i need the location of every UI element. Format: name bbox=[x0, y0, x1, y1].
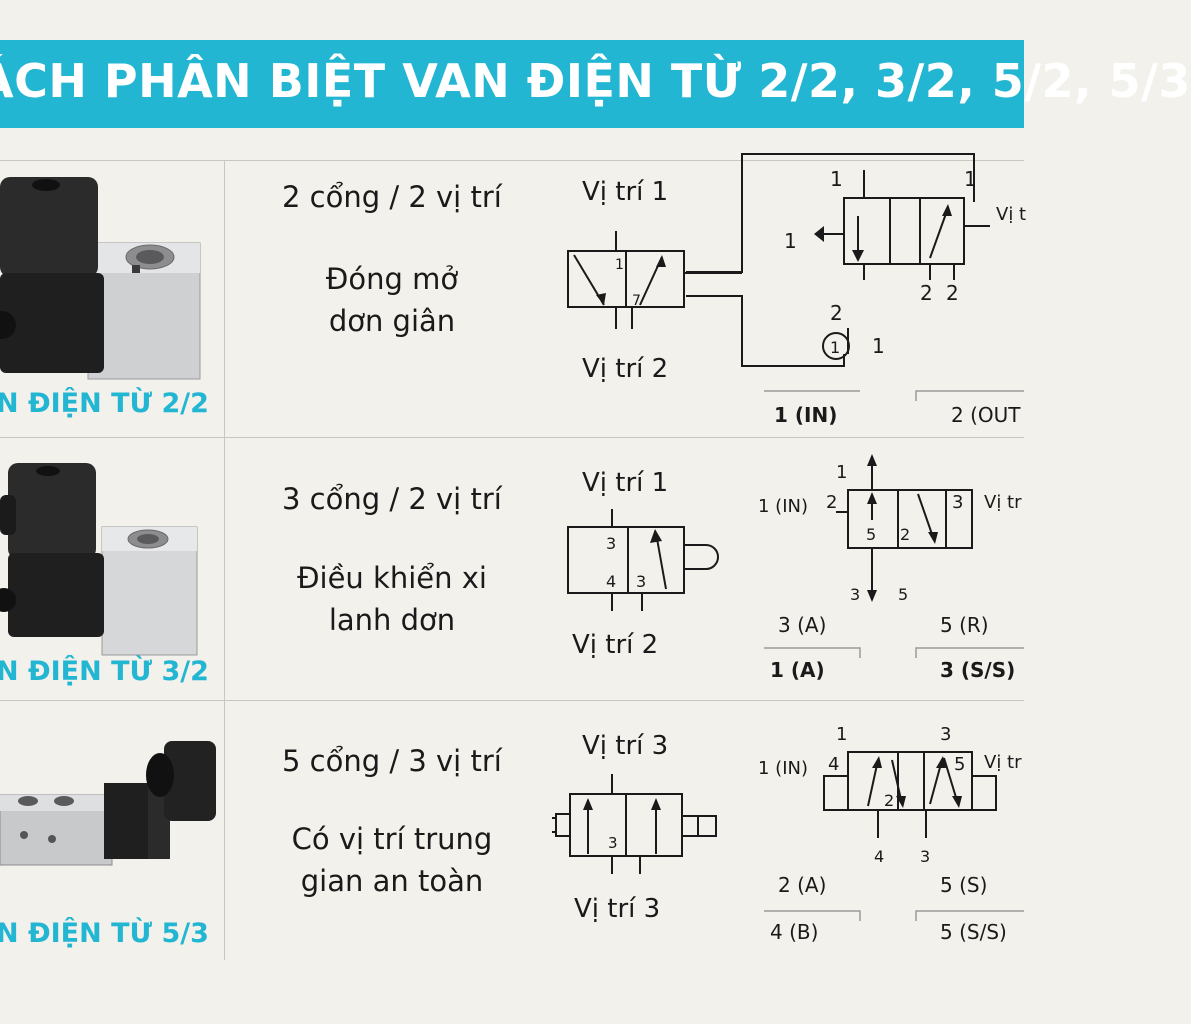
port-number: 1 bbox=[784, 229, 797, 253]
port-number: 2 bbox=[884, 791, 894, 810]
port-number: 5 bbox=[954, 754, 965, 775]
purpose-line: dơn giân bbox=[328, 304, 456, 338]
purpose-text: Điều khiển xi lanh dơn bbox=[262, 557, 522, 641]
port-out-label: 3 (S/S) bbox=[940, 658, 1016, 682]
purpose-line: Có vị trí trung bbox=[291, 822, 493, 856]
port-number: 4 bbox=[606, 572, 616, 591]
port-number: 2 bbox=[920, 281, 933, 305]
port-number: 1 bbox=[830, 338, 840, 357]
position-label-bottom: Vị trí 2 bbox=[572, 630, 659, 660]
purpose-text: Đóng mở dơn giân bbox=[262, 258, 522, 342]
product-label: N ĐIỆN TỪ 2/2 bbox=[0, 388, 209, 419]
position-label-truncated: Vị tr bbox=[984, 492, 1022, 513]
port-out-label: 5 (S/S) bbox=[940, 920, 1007, 944]
title-banner: ÁCH PHÂN BIỆT VAN ĐIỆN TỪ 2/2, 3/2, 5/2,… bbox=[0, 40, 1190, 128]
port-in-label: 4 (B) bbox=[770, 920, 819, 944]
purpose-line: gian an toàn bbox=[300, 864, 484, 898]
valve-symbol-5-3: 3 bbox=[552, 774, 717, 874]
column-divider bbox=[224, 160, 225, 960]
product-label: N ĐIỆN TỪ 3/2 bbox=[0, 656, 209, 687]
row-divider-2 bbox=[0, 700, 1024, 701]
purpose-line: lanh dơn bbox=[328, 603, 456, 637]
row-divider-1 bbox=[0, 437, 1024, 438]
port-number: 1 bbox=[836, 462, 847, 483]
port-number: 3 bbox=[952, 492, 963, 513]
port-number: 1 bbox=[830, 167, 843, 191]
port-number: 3 bbox=[940, 724, 951, 745]
product-label: N ĐIỆN TỪ 5/3 bbox=[0, 918, 209, 949]
port-a-text: 3 (A) bbox=[778, 613, 826, 637]
purpose-line: Điều khiển xi bbox=[297, 561, 487, 595]
port-number: 5 bbox=[898, 585, 908, 604]
port-a-text: 2 (A) bbox=[778, 873, 826, 897]
port-number: 3 bbox=[608, 834, 618, 852]
port-in-text: 1 (IN) bbox=[758, 496, 808, 517]
port-number: 7 bbox=[632, 293, 641, 309]
valve-symbol-3-2: 3 4 3 bbox=[567, 509, 719, 611]
position-label-top: Vị trí 3 bbox=[582, 731, 669, 761]
solenoid-valve-3-2-image bbox=[0, 463, 198, 656]
ports-label: 5 cổng / 3 vị trí bbox=[282, 744, 502, 778]
port-number: 1 bbox=[836, 724, 847, 745]
port-number: 2 bbox=[946, 281, 959, 305]
valve-schematic-2-2: 1 1 1 Vị t 2 2 2 1 1 bbox=[686, 153, 1026, 367]
port-in-label: 1 (IN) bbox=[774, 403, 838, 427]
port-number: 3 bbox=[606, 534, 616, 553]
row-divider-top bbox=[0, 160, 1024, 161]
valve-symbol-2-2: 1 7 bbox=[567, 231, 742, 329]
port-legend-bracket bbox=[764, 647, 1024, 658]
port-s-text: 5 (S) bbox=[940, 873, 987, 897]
port-number: 2 bbox=[826, 492, 837, 513]
position-label-bottom: Vị trí 3 bbox=[574, 894, 661, 924]
purpose-text: Có vị trí trung gian an toàn bbox=[262, 818, 522, 902]
position-label-truncated: Vị tr bbox=[984, 752, 1022, 773]
page-title: ÁCH PHÂN BIỆT VAN ĐIỆN TỪ 2/2, 3/2, 5/2,… bbox=[0, 54, 1191, 108]
position-label-truncated: Vị t bbox=[996, 204, 1026, 225]
port-number: 1 bbox=[872, 334, 885, 358]
purpose-line: Đóng mở bbox=[325, 262, 459, 296]
ports-label: 3 cổng / 2 vị trí bbox=[282, 482, 502, 516]
port-number: 1 bbox=[964, 167, 977, 191]
port-number: 3 bbox=[920, 847, 930, 866]
port-number: 2 bbox=[900, 525, 910, 544]
port-number: 4 bbox=[828, 754, 839, 775]
solenoid-valve-5-3-image bbox=[0, 741, 216, 866]
solenoid-valve-2-2-image bbox=[0, 177, 201, 380]
port-number: 4 bbox=[874, 847, 884, 866]
port-number: 2 bbox=[830, 301, 843, 325]
position-label-bottom: Vị trí 2 bbox=[582, 354, 669, 384]
port-number: 1 bbox=[615, 257, 624, 273]
port-number: 3 bbox=[850, 585, 860, 604]
ports-label: 2 cổng / 2 vị trí bbox=[282, 180, 502, 214]
valve-schematic-5-3: 1 3 1 (IN) 4 5 Vị tr 2 4 3 2 (A) 5 (S) bbox=[758, 724, 1022, 897]
port-legend-bracket bbox=[764, 390, 1024, 401]
port-number: 3 bbox=[636, 572, 646, 591]
position-label-top: Vị trí 1 bbox=[582, 177, 669, 207]
valve-schematic-3-2: 1 1 (IN) 2 3 Vị tr 5 2 3 5 3 (A) 5 (R) bbox=[758, 454, 1022, 637]
port-in-text: 1 (IN) bbox=[758, 758, 808, 779]
port-r-text: 5 (R) bbox=[940, 613, 989, 637]
port-out-label: 2 (OUT bbox=[951, 403, 1021, 427]
port-in-label: 1 (A) bbox=[770, 658, 825, 682]
port-legend-bracket bbox=[764, 910, 1024, 921]
port-number: 5 bbox=[866, 525, 876, 544]
position-label-top: Vị trí 1 bbox=[582, 468, 669, 498]
